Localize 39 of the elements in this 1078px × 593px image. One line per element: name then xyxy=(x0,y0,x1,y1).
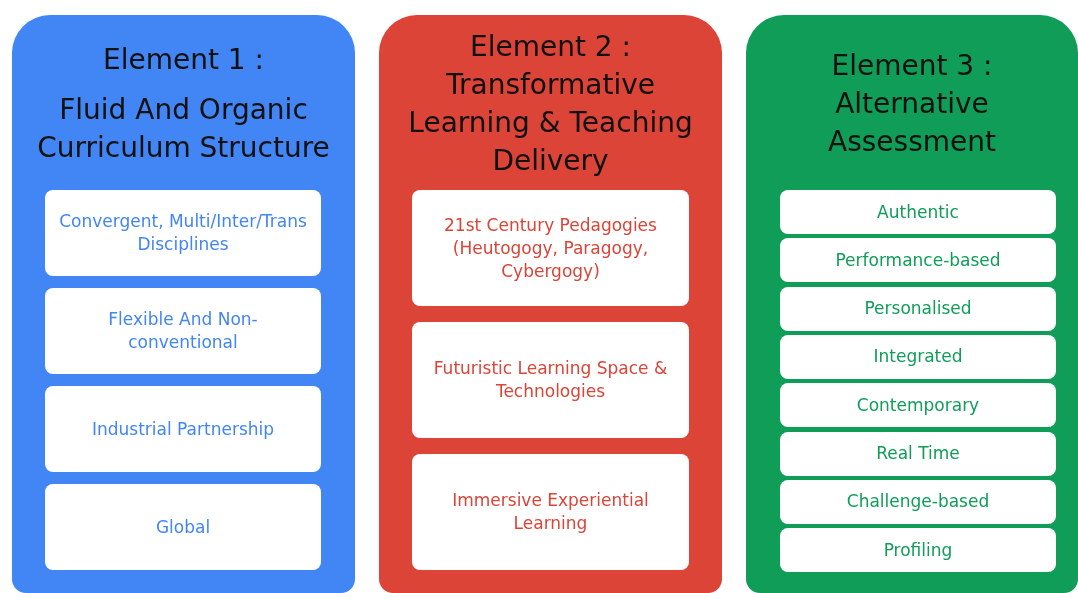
column-panel xyxy=(379,15,722,593)
item-text: Industrial Partnership xyxy=(91,417,275,441)
item-card xyxy=(780,286,1056,331)
item-text: Global xyxy=(155,515,211,539)
panel-subheading: Fluid And Organic Curriculum Structure xyxy=(36,92,331,166)
item-text: Challenge-based xyxy=(846,490,990,514)
item-text: Authentic xyxy=(877,200,959,224)
item-card xyxy=(45,190,321,276)
item-card xyxy=(412,190,689,306)
panel-subheading: Transformative Learning & Teaching Delivery xyxy=(407,67,694,179)
item-text: Convergent, Multi/Inter/Trans Disciplines xyxy=(59,210,307,256)
item-text: Contemporary xyxy=(856,393,980,417)
item-text: Real Time xyxy=(876,442,960,465)
item-text: Flexible And Non-conventional xyxy=(107,308,259,354)
item-card xyxy=(780,431,1056,476)
item-card xyxy=(780,334,1056,379)
item-card xyxy=(412,454,689,570)
item-text: Personalised xyxy=(864,297,972,321)
item-text: Integrated xyxy=(873,345,963,369)
item-card xyxy=(45,288,321,374)
item-text: Immersive Experiential Learning xyxy=(451,489,650,535)
panel-heading: Element 3 : xyxy=(830,48,994,84)
item-card xyxy=(780,190,1056,234)
item-card xyxy=(45,386,321,472)
panel-subheading: Alternative Assessment xyxy=(827,86,997,160)
panel-heading: Element 2 : xyxy=(469,29,632,65)
item-text: Futuristic Learning Space & Technologies xyxy=(432,357,669,403)
item-card xyxy=(780,383,1056,428)
item-text: 21st Century Pedagogies (Heutogogy, Paragogy, Cybergogy) xyxy=(443,213,658,283)
panel-heading: Element 1 : xyxy=(102,42,265,78)
item-text: Profiling xyxy=(883,538,953,562)
item-card xyxy=(780,238,1056,283)
column-panel xyxy=(12,15,355,593)
item-card xyxy=(45,484,321,570)
item-text: Performance-based xyxy=(835,248,1001,272)
item-card xyxy=(780,528,1056,573)
item-card xyxy=(780,479,1056,524)
item-card xyxy=(412,322,689,438)
column-panel xyxy=(746,15,1078,593)
